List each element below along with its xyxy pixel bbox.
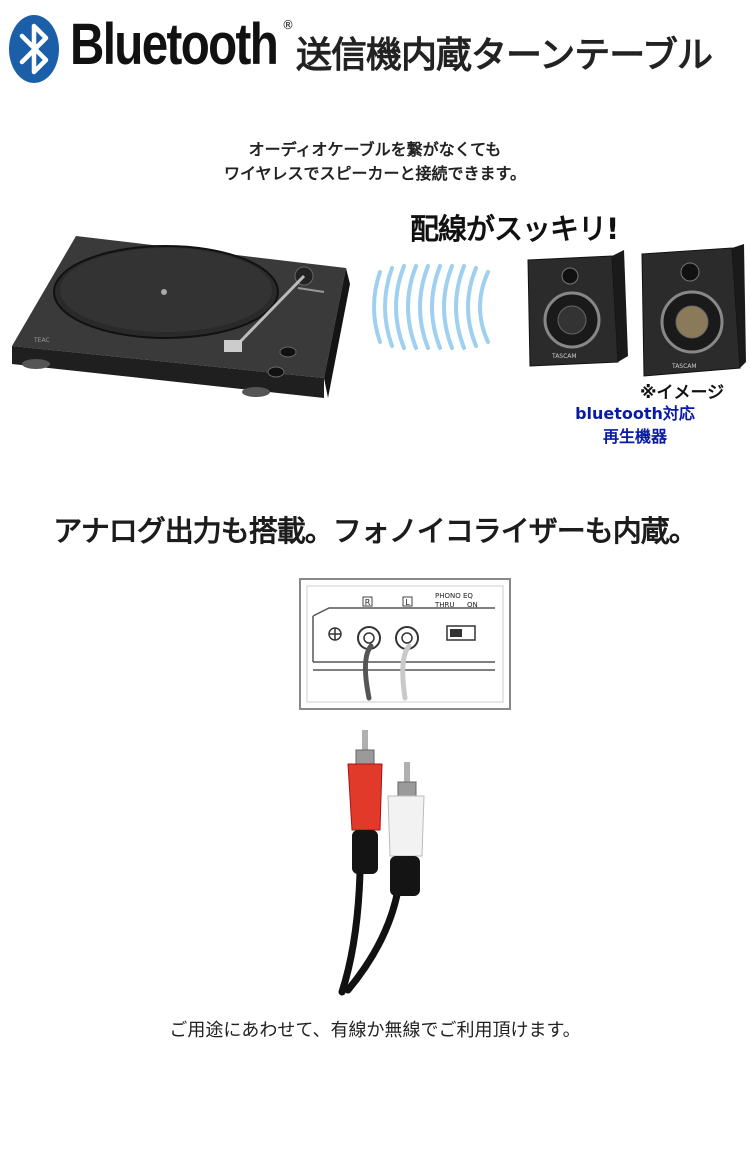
speakers-image: TASCAM TASCAM <box>527 244 746 377</box>
page-title: 送信機内蔵ターンテーブル <box>296 35 713 76</box>
analog-heading: アナログ出力も搭載。フォノイコライザーも内蔵。 <box>53 514 697 548</box>
left-speaker-brand: TASCAM <box>551 353 577 360</box>
switch-thru-label: THRU <box>434 601 455 609</box>
device-label-line-1: bluetooth対応 <box>575 404 695 423</box>
turntable-image: TEAC <box>12 236 350 398</box>
right-speaker-brand: TASCAM <box>671 363 697 370</box>
wiring-claim: 配線がスッキリ! <box>410 212 619 246</box>
wireless-intro: オーディオケーブルを繋がなくても ワイヤレスでスピーカーと接続できます。 <box>0 138 750 186</box>
jack-label-l: L <box>405 598 410 607</box>
intro-line-2: ワイヤレスでスピーカーと接続できます。 <box>224 164 526 183</box>
bluetooth-device-label: bluetooth対応 再生機器 <box>560 402 710 448</box>
intro-line-1: オーディオケーブルを繋がなくても <box>248 140 502 159</box>
turntable-brand: TEAC <box>33 337 50 344</box>
image-note: ※イメージ <box>640 383 725 403</box>
switch-on-label: ON <box>467 601 478 609</box>
switch-title: PHONO EQ <box>435 592 473 600</box>
rear-panel-diagram: R L PHONO EQ THRU ON <box>299 578 511 710</box>
bluetooth-icon <box>9 15 59 83</box>
jack-label-r: R <box>365 598 371 607</box>
device-label-line-2: 再生機器 <box>602 427 667 446</box>
rca-cable-image <box>338 730 425 996</box>
closing-text: ご用途にあわせて、有線か無線でご利用頂けます。 <box>169 1020 581 1041</box>
wireless-waves-icon <box>372 264 490 350</box>
bluetooth-wordmark: Bluetooth <box>70 12 279 77</box>
registered-mark: ® <box>282 18 294 32</box>
